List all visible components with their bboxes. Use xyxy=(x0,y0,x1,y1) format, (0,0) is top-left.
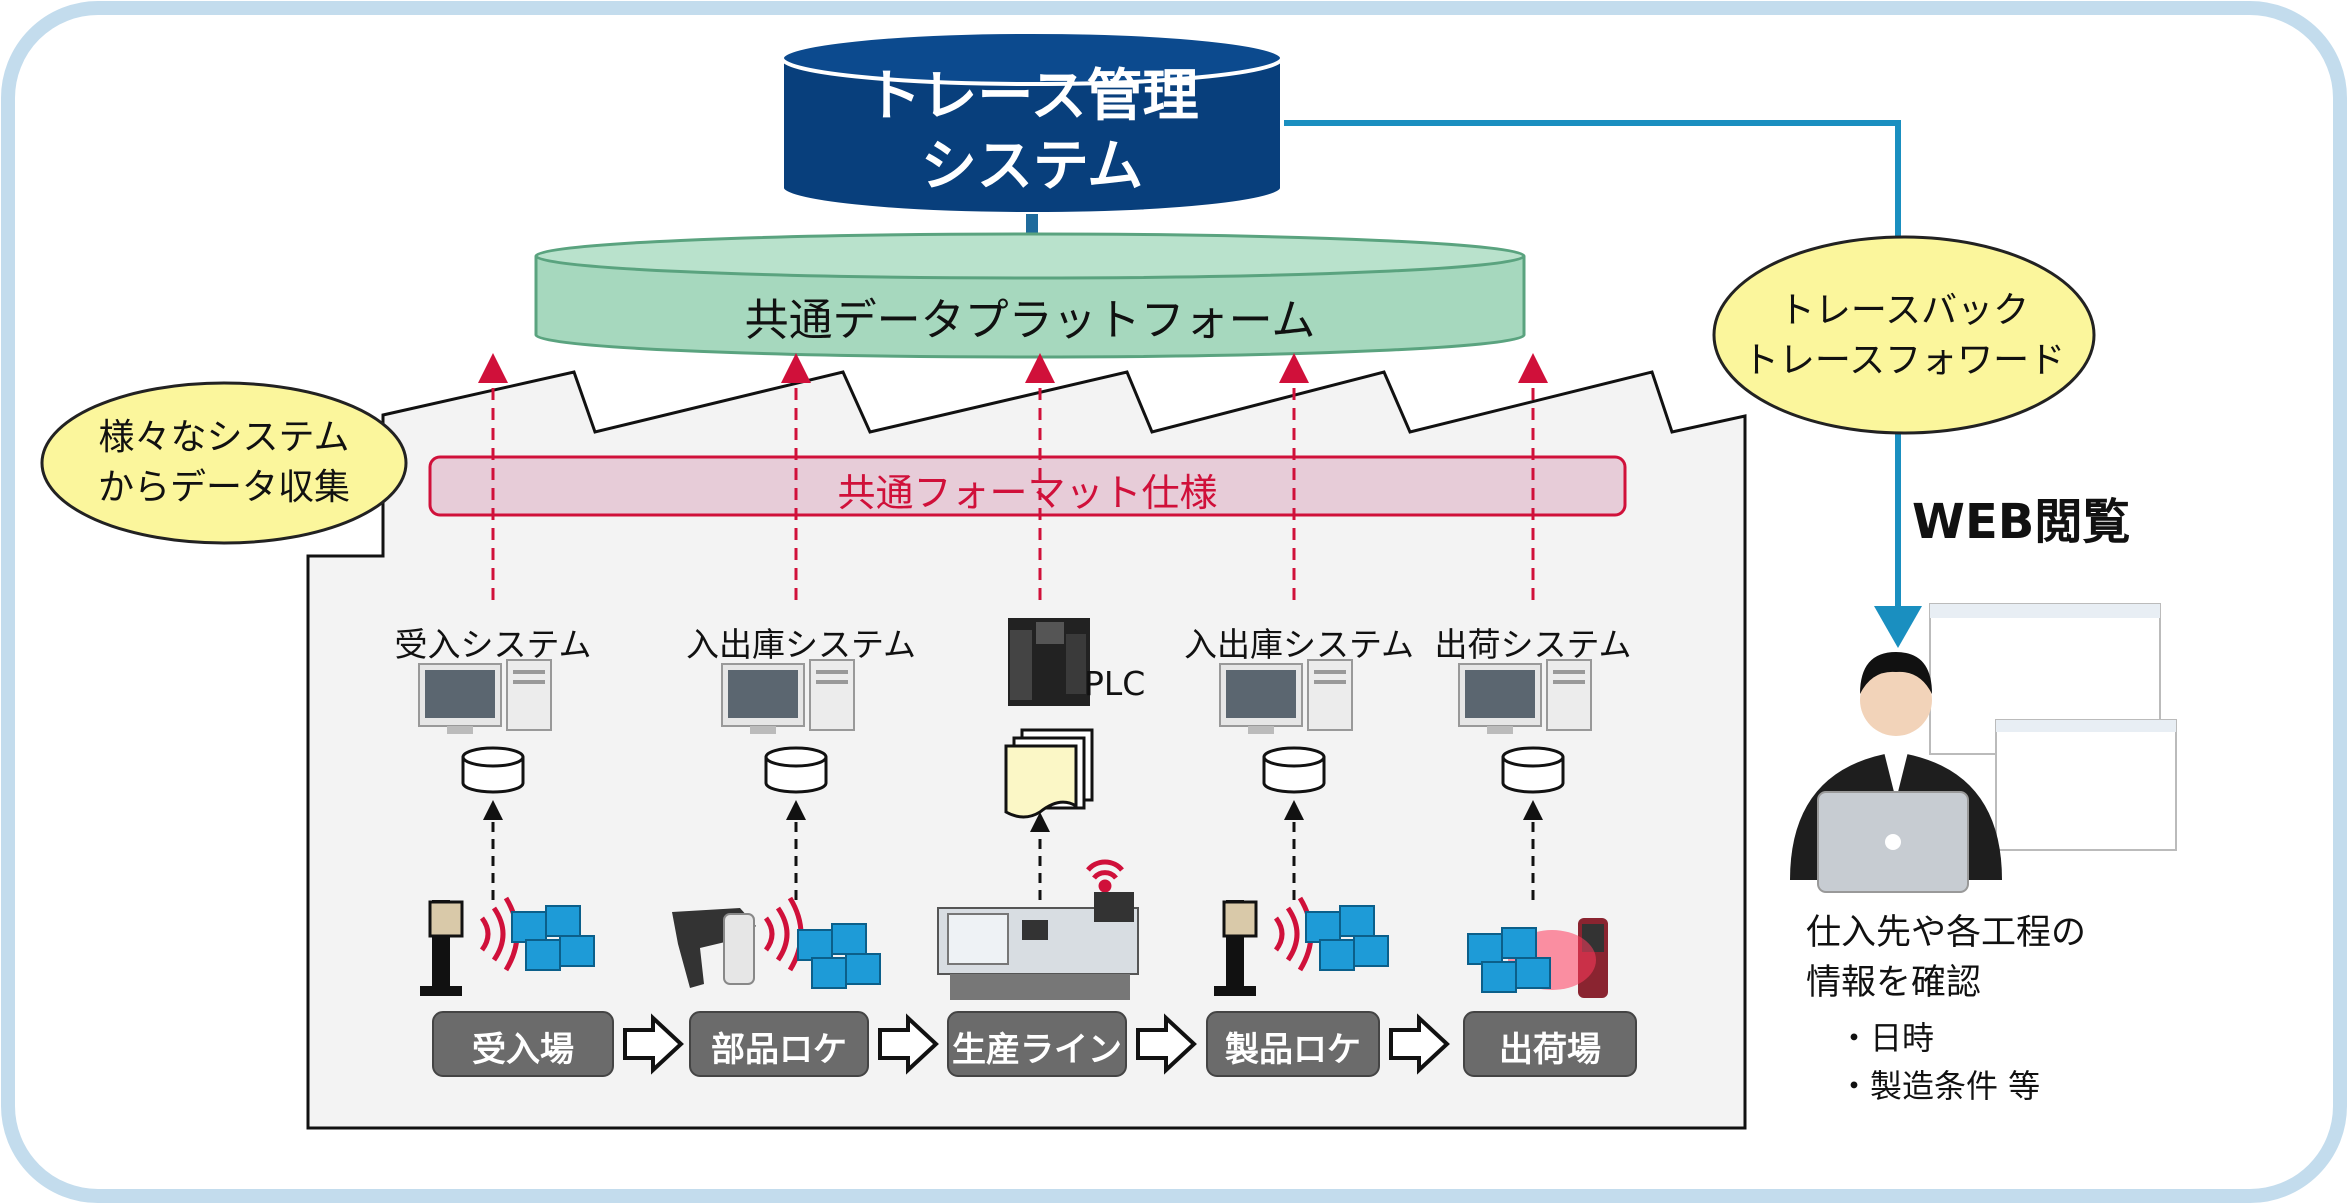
info-text: 仕入先や各工程の 情報を確認 xyxy=(1806,908,2086,1008)
stage-box xyxy=(689,1011,869,1077)
info-line2: 情報を確認 xyxy=(1806,963,1982,1003)
rfid-gate-1-icon xyxy=(420,900,464,996)
parts-box-icon xyxy=(1467,927,1551,993)
platform-cylinder xyxy=(534,232,1526,359)
flow-arrow xyxy=(1136,1013,1197,1075)
collection-arrow xyxy=(786,800,806,900)
flow-arrow xyxy=(878,1013,939,1075)
database-icon xyxy=(461,746,525,794)
parts-box-icon xyxy=(797,923,881,989)
database-icon xyxy=(764,746,828,794)
stage-label-1: 部品ロケ xyxy=(711,1030,847,1070)
system-title-line1: トレース管理 xyxy=(865,64,1199,129)
web-screen-icon xyxy=(1929,603,2177,851)
plc-icon xyxy=(1008,618,1090,706)
injection-machine-icon xyxy=(937,892,1139,1000)
format-bar xyxy=(428,455,1627,517)
system-label-0: 受入システム xyxy=(394,625,592,664)
person-laptop-icon xyxy=(1790,652,2002,893)
right-bubble-line2: トレースフォワード xyxy=(1742,340,2066,381)
stage-label-3: 製品ロケ xyxy=(1225,1030,1361,1070)
collection-arrow xyxy=(1284,800,1304,900)
system-label-3: 入出庫システム xyxy=(1184,625,1415,664)
system-label-4: 出荷システム xyxy=(1434,625,1632,664)
info-bullet-conditions: ・製造条件 等 xyxy=(1838,1067,2041,1105)
collection-arrow xyxy=(483,800,503,900)
stage-box xyxy=(947,1011,1127,1077)
collection-arrow xyxy=(1523,800,1543,900)
left-bubble-text: 様々なシステム からデータ収集 xyxy=(42,413,406,513)
info-bullet-datetime: ・日時 xyxy=(1838,1019,1935,1057)
parts-box-icon xyxy=(511,905,595,971)
database-icon xyxy=(1501,746,1565,794)
desktop-pc-icon xyxy=(418,659,552,734)
web-browse-label: WEB閲覧 xyxy=(1912,494,2131,550)
left-bubble-line1: 様々なシステム xyxy=(98,417,350,458)
stage-box xyxy=(1206,1011,1380,1077)
handheld-rfid-reader-icon xyxy=(672,908,756,988)
desktop-pc-icon xyxy=(1219,659,1353,734)
stage-label-4: 出荷場 xyxy=(1499,1030,1601,1070)
web-arrow-head xyxy=(1874,606,1922,648)
system-label-2: PLC xyxy=(1084,664,1146,703)
desktop-pc-icon xyxy=(1458,659,1592,734)
platform-label: 共通データプラットフォーム xyxy=(744,295,1316,346)
right-bubble-text: トレースバック トレースフォワード xyxy=(1714,286,2094,386)
left-bubble xyxy=(40,381,408,545)
system-label-1: 入出庫システム xyxy=(686,625,917,664)
database-icon xyxy=(1262,746,1326,794)
flow-arrow xyxy=(1389,1013,1450,1075)
left-bubble-line2: からデータ収集 xyxy=(97,467,350,508)
document-stack-icon xyxy=(1004,728,1094,819)
stage-box xyxy=(432,1011,614,1077)
info-line1: 仕入先や各工程の xyxy=(1806,913,2087,953)
web-connector-line xyxy=(1280,120,1901,610)
collection-arrow xyxy=(1030,812,1050,900)
stage-label-2: 生産ライン xyxy=(952,1030,1122,1070)
stage-label-0: 受入場 xyxy=(472,1030,574,1070)
desktop-pc-icon xyxy=(721,659,855,734)
right-bubble-line1: トレースバック xyxy=(1778,290,2030,331)
rfid-gate-2-icon xyxy=(1214,900,1258,996)
system-title-line2: システム xyxy=(920,134,1144,199)
right-bubble xyxy=(1712,235,2096,435)
wifi-signal-icon xyxy=(1086,859,1124,893)
stage-box xyxy=(1463,1011,1637,1077)
flow-arrow xyxy=(623,1013,684,1075)
parts-box-icon xyxy=(1305,905,1389,971)
format-label: 共通フォーマット仕様 xyxy=(837,471,1218,515)
system-title: トレース管理 システム xyxy=(782,62,1282,202)
title-database-cylinder xyxy=(780,30,1284,216)
info-bullets: ・日時 ・製造条件 等 xyxy=(1838,1014,2040,1110)
rfid-waves xyxy=(479,896,1314,972)
